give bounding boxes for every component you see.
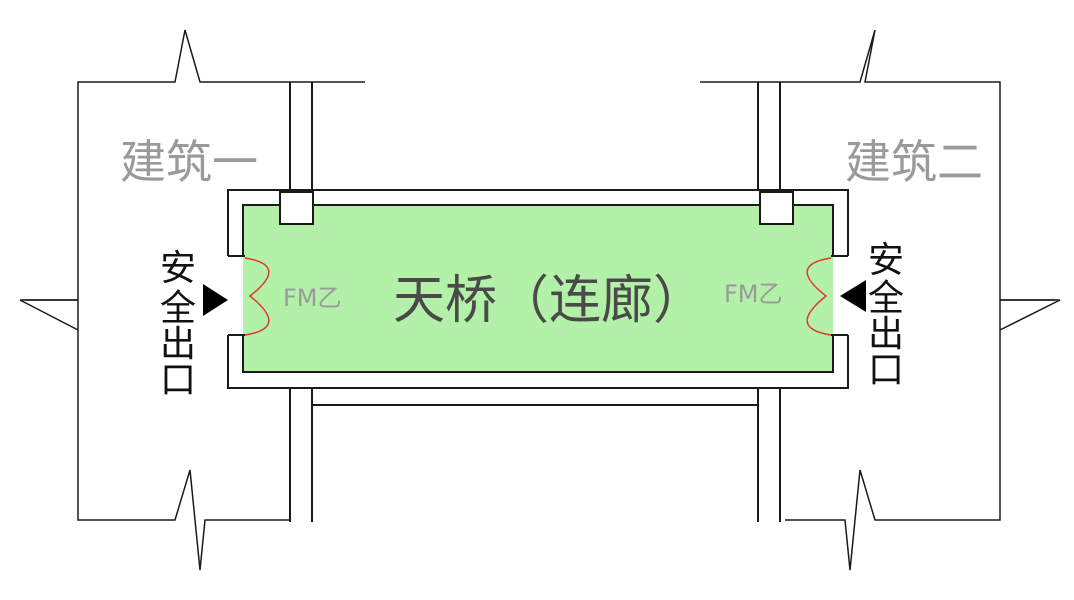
bridge-outer-frame xyxy=(227,189,849,389)
exit-left-char-3: 出 xyxy=(160,324,196,365)
column-right xyxy=(759,191,794,225)
exit-arrow-right xyxy=(840,280,866,312)
bridge-label: 天桥（连廊） xyxy=(393,271,705,331)
door-swing-right xyxy=(806,257,832,336)
door-label-right: FM乙 xyxy=(724,280,783,308)
door-gap-right-fill xyxy=(829,257,833,335)
building-right-outline-break xyxy=(999,299,1061,331)
building-left-label: 建筑一 xyxy=(120,135,258,189)
exit-arrow-left xyxy=(203,284,228,316)
exit-right-char-1: 安 xyxy=(868,240,904,281)
door-label-left: FM乙 xyxy=(283,284,342,312)
door-gap-left xyxy=(226,257,245,335)
exit-right-char-4: 口 xyxy=(868,350,904,391)
exit-right-char-2: 全 xyxy=(868,278,904,319)
door-swing-left xyxy=(244,257,270,336)
exit-left-char-2: 全 xyxy=(160,288,196,329)
exit-left-char-1: 安 xyxy=(160,248,196,289)
door-gap-left-fill xyxy=(243,257,247,335)
building-left-outline-break xyxy=(19,299,79,331)
building-right-label: 建筑二 xyxy=(845,135,983,189)
exit-right-char-3: 出 xyxy=(868,314,904,355)
column-left xyxy=(279,191,314,225)
exit-left-char-4: 口 xyxy=(160,360,196,401)
